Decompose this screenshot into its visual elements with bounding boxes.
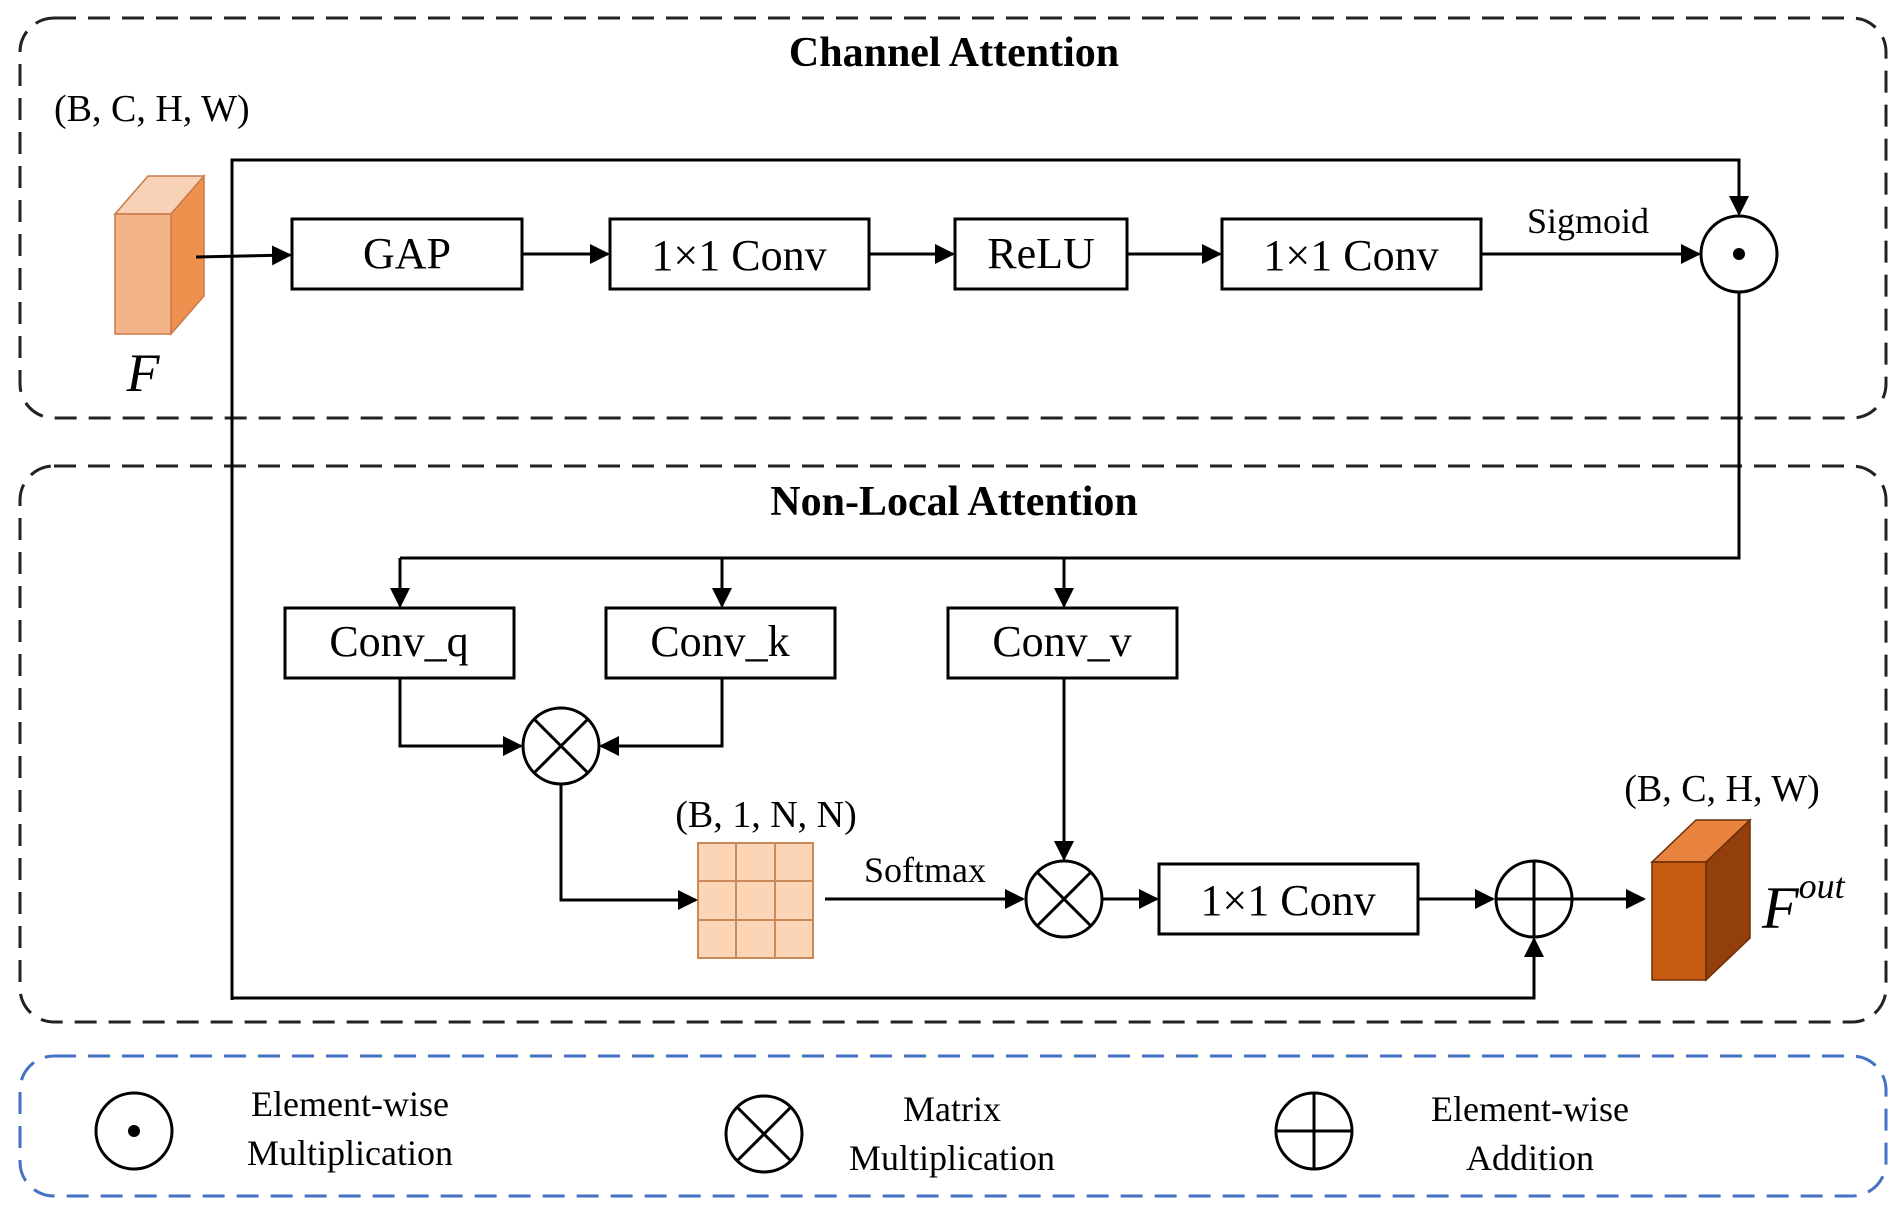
legend-elementwise-multiplication-line2: Multiplication (247, 1133, 453, 1173)
conv-k-block: Conv_k (604, 606, 837, 680)
elementwise-addition-icon (1494, 859, 1574, 939)
legend-elementwise-addition-line2: Addition (1466, 1138, 1594, 1178)
sigmoid-label: Sigmoid (1527, 201, 1649, 241)
conv1x1-block-2: 1×1 Conv (1220, 217, 1483, 291)
attention-map-shape-label: (B, 1, N, N) (675, 794, 857, 836)
output-shape-label: (B, C, H, W) (1624, 768, 1820, 810)
channel-attention-title: Channel Attention (789, 30, 1119, 76)
conv1x1-label-1: 1×1 Conv (651, 231, 826, 280)
legend-matrix-multiplication-icon (724, 1094, 804, 1174)
output-tensor-icon (1650, 818, 1752, 982)
output-tensor-base: F (1761, 875, 1800, 941)
attention-map-grid-icon (697, 842, 814, 959)
legend-elementwise-multiplication: Element-wise Multiplication (94, 1084, 453, 1173)
conv-v-label: Conv_v (992, 617, 1131, 666)
input-shape-label: (B, C, H, W) (54, 88, 250, 130)
output-tensor-superscript: out (1799, 866, 1846, 906)
legend-matrix-multiplication-line2: Multiplication (849, 1138, 1055, 1178)
legend-elementwise-multiplication-line1: Element-wise (251, 1084, 449, 1124)
output-tensor-label: Fout (1761, 866, 1846, 941)
input-tensor-label: F (126, 343, 161, 403)
legend-frame (18, 1054, 1888, 1198)
legend-matrix-multiplication: Matrix Multiplication (724, 1089, 1055, 1178)
elementwise-multiplication-icon (1699, 214, 1779, 294)
relu-block: ReLU (953, 217, 1129, 291)
relu-label: ReLU (987, 229, 1095, 278)
matrix-multiplication-icon-v (1024, 859, 1104, 939)
legend-elementwise-addition-icon (1274, 1091, 1354, 1171)
legend-elementwise-multiplication-icon (94, 1091, 174, 1171)
input-tensor-icon (113, 173, 206, 337)
conv1x1-label-out: 1×1 Conv (1200, 876, 1375, 925)
gap-label: GAP (363, 229, 451, 278)
gap-block: GAP (290, 217, 524, 291)
legend-matrix-multiplication-line1: Matrix (903, 1089, 1001, 1129)
channel-attention-frame (18, 16, 1888, 420)
conv1x1-block-1: 1×1 Conv (608, 217, 871, 291)
conv-q-block: Conv_q (283, 606, 516, 680)
conv1x1-label-2: 1×1 Conv (1263, 231, 1438, 280)
nonlocal-attention-title: Non-Local Attention (770, 479, 1138, 525)
conv-k-label: Conv_k (650, 617, 789, 666)
legend-elementwise-addition-line1: Element-wise (1431, 1089, 1629, 1129)
softmax-label: Softmax (864, 850, 986, 890)
conv-v-block: Conv_v (946, 606, 1179, 680)
legend-elementwise-addition: Element-wise Addition (1274, 1089, 1629, 1178)
matrix-multiplication-icon-qk (521, 706, 601, 786)
nonlocal-attention-frame (18, 464, 1888, 1024)
conv1x1-block-out: 1×1 Conv (1157, 862, 1420, 936)
conv-q-label: Conv_q (329, 617, 468, 666)
